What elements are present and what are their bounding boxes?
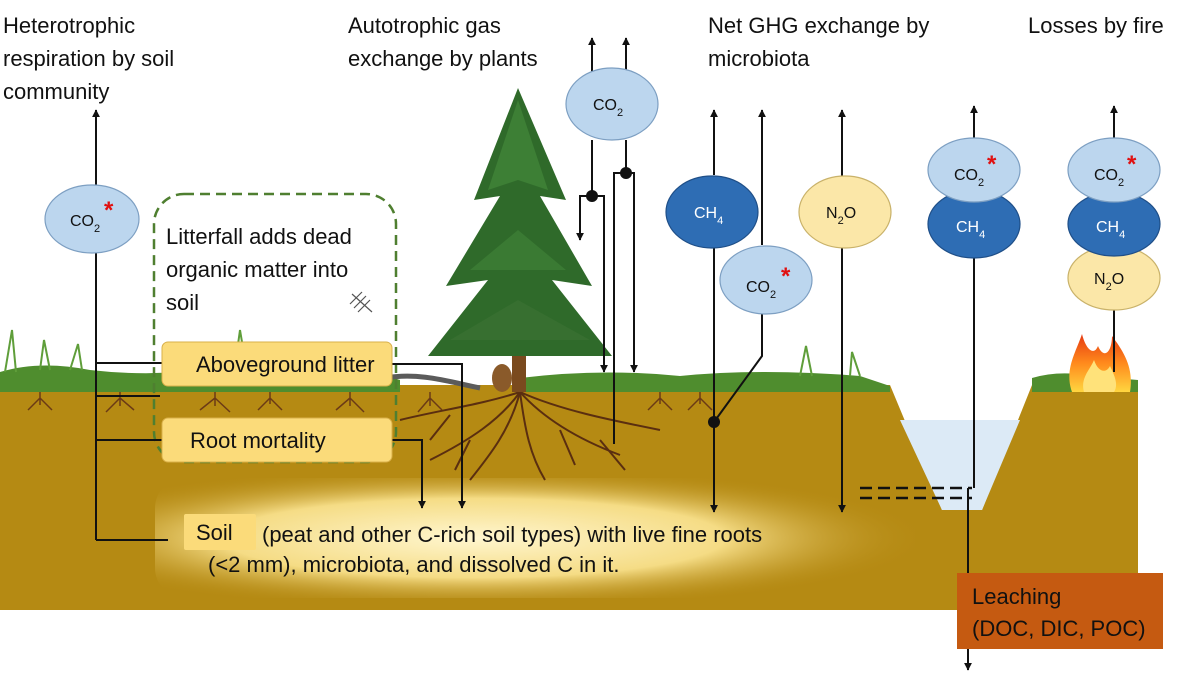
flow-lines [92, 37, 1118, 671]
ch4-bubble-microbiota: CH4 [665, 175, 759, 249]
svg-text:Net GHG exchange by: Net GHG exchange by [708, 13, 929, 38]
svg-text:Litterfall adds dead: Litterfall adds dead [166, 224, 352, 249]
svg-text:*: * [781, 263, 791, 290]
header-heterotrophic: Heterotrophic respiration by soil commun… [3, 13, 174, 104]
svg-text:CO2: CO2 [954, 167, 984, 189]
svg-text:Heterotrophic: Heterotrophic [3, 13, 135, 38]
svg-text:CO2: CO2 [593, 97, 623, 119]
soil-box: Soil [184, 514, 256, 550]
soil-description-line-1: (peat and other C-rich soil types) with … [262, 522, 762, 547]
fire-gas-stack: N2O CH4 CO2 * [1067, 137, 1161, 311]
co2-bubble-heterotrophic: CO2 * [44, 184, 140, 254]
leaching-label-2: (DOC, DIC, POC) [972, 616, 1146, 641]
svg-text:respiration by soil: respiration by soil [3, 46, 174, 71]
svg-text:CO2: CO2 [1094, 167, 1124, 189]
svg-text:*: * [1127, 151, 1137, 178]
surface-roots [27, 392, 713, 413]
n2o-bubble-microbiota: N2O [798, 175, 892, 249]
svg-text:CH4: CH4 [956, 219, 985, 241]
soil-description-line-2: (<2 mm), microbiota, and dissolved C in … [208, 552, 619, 577]
header-net-ghg: Net GHG exchange by microbiota [708, 13, 929, 71]
svg-text:soil: soil [166, 290, 199, 315]
svg-text:CH4: CH4 [1096, 219, 1125, 241]
root-mortality-box: Root mortality [161, 417, 393, 463]
co2-main: CO [70, 213, 94, 230]
svg-text:organic matter into: organic matter into [166, 257, 348, 282]
svg-text:community: community [3, 79, 109, 104]
aboveground-litter-box: Aboveground litter [161, 341, 393, 387]
svg-text:N2O: N2O [826, 205, 856, 227]
svg-text:Autotrophic gas: Autotrophic gas [348, 13, 501, 38]
header-autotrophic: Autotrophic gas exchange by plants [348, 13, 538, 71]
svg-text:CO2: CO2 [70, 213, 100, 235]
svg-text:exchange by plants: exchange by plants [348, 46, 538, 71]
co2-star: * [104, 197, 114, 224]
litterfall-text: Litterfall adds dead organic matter into… [166, 224, 352, 315]
tree [384, 88, 661, 481]
svg-text:N2O: N2O [1094, 271, 1124, 293]
svg-text:*: * [987, 151, 997, 178]
leaching-label-1: Leaching [972, 584, 1061, 609]
svg-text:Losses by fire: Losses by fire [1028, 13, 1164, 38]
co2-sub: 2 [94, 223, 100, 235]
root-mortality-label: Root mortality [190, 428, 326, 453]
svg-text:microbiota: microbiota [708, 46, 810, 71]
soil-label: Soil [196, 520, 233, 545]
water-pond [900, 420, 1020, 510]
co2-bubble-autotrophic: CO2 [565, 67, 659, 141]
header-fire: Losses by fire [1028, 13, 1164, 38]
pond-gas-stack: CH4 CO2 * [927, 137, 1021, 259]
svg-text:CO2: CO2 [746, 279, 776, 301]
leaching-box: Leaching (DOC, DIC, POC) [957, 573, 1163, 649]
aboveground-litter-label: Aboveground litter [196, 352, 375, 377]
needle-litter-icon [349, 291, 373, 313]
litterfall-region [152, 192, 398, 464]
fire-icon [1069, 334, 1131, 392]
co2-bubble-microbiota: CO2 * [719, 245, 813, 315]
svg-text:CH4: CH4 [694, 205, 723, 227]
